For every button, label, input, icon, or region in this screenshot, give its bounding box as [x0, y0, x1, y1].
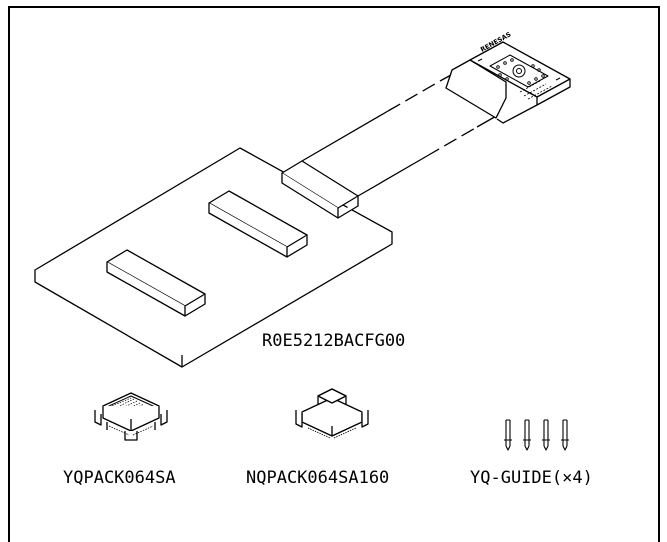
- yq-guide-label: YQ-GUIDE(×4): [470, 468, 593, 488]
- guide-pin: [523, 419, 531, 451]
- yq-guide-pins-illustration: [504, 419, 569, 451]
- nqpack-socket-illustration: [295, 388, 369, 439]
- guide-pin: [561, 419, 569, 451]
- nqpack-label: NQPACK064SA160: [246, 468, 390, 488]
- main-part-label: R0E5212BACFG00: [262, 331, 406, 351]
- yqpack-label: YQPACK064SA: [63, 468, 176, 488]
- board-connector-2: [208, 190, 308, 258]
- adapter-head: [445, 41, 571, 124]
- board-connector-1: [106, 249, 206, 317]
- flexible-cable: [301, 68, 499, 197]
- guide-pin: [542, 419, 550, 451]
- guide-pin: [504, 419, 512, 451]
- yqpack-socket-illustration: [94, 392, 168, 441]
